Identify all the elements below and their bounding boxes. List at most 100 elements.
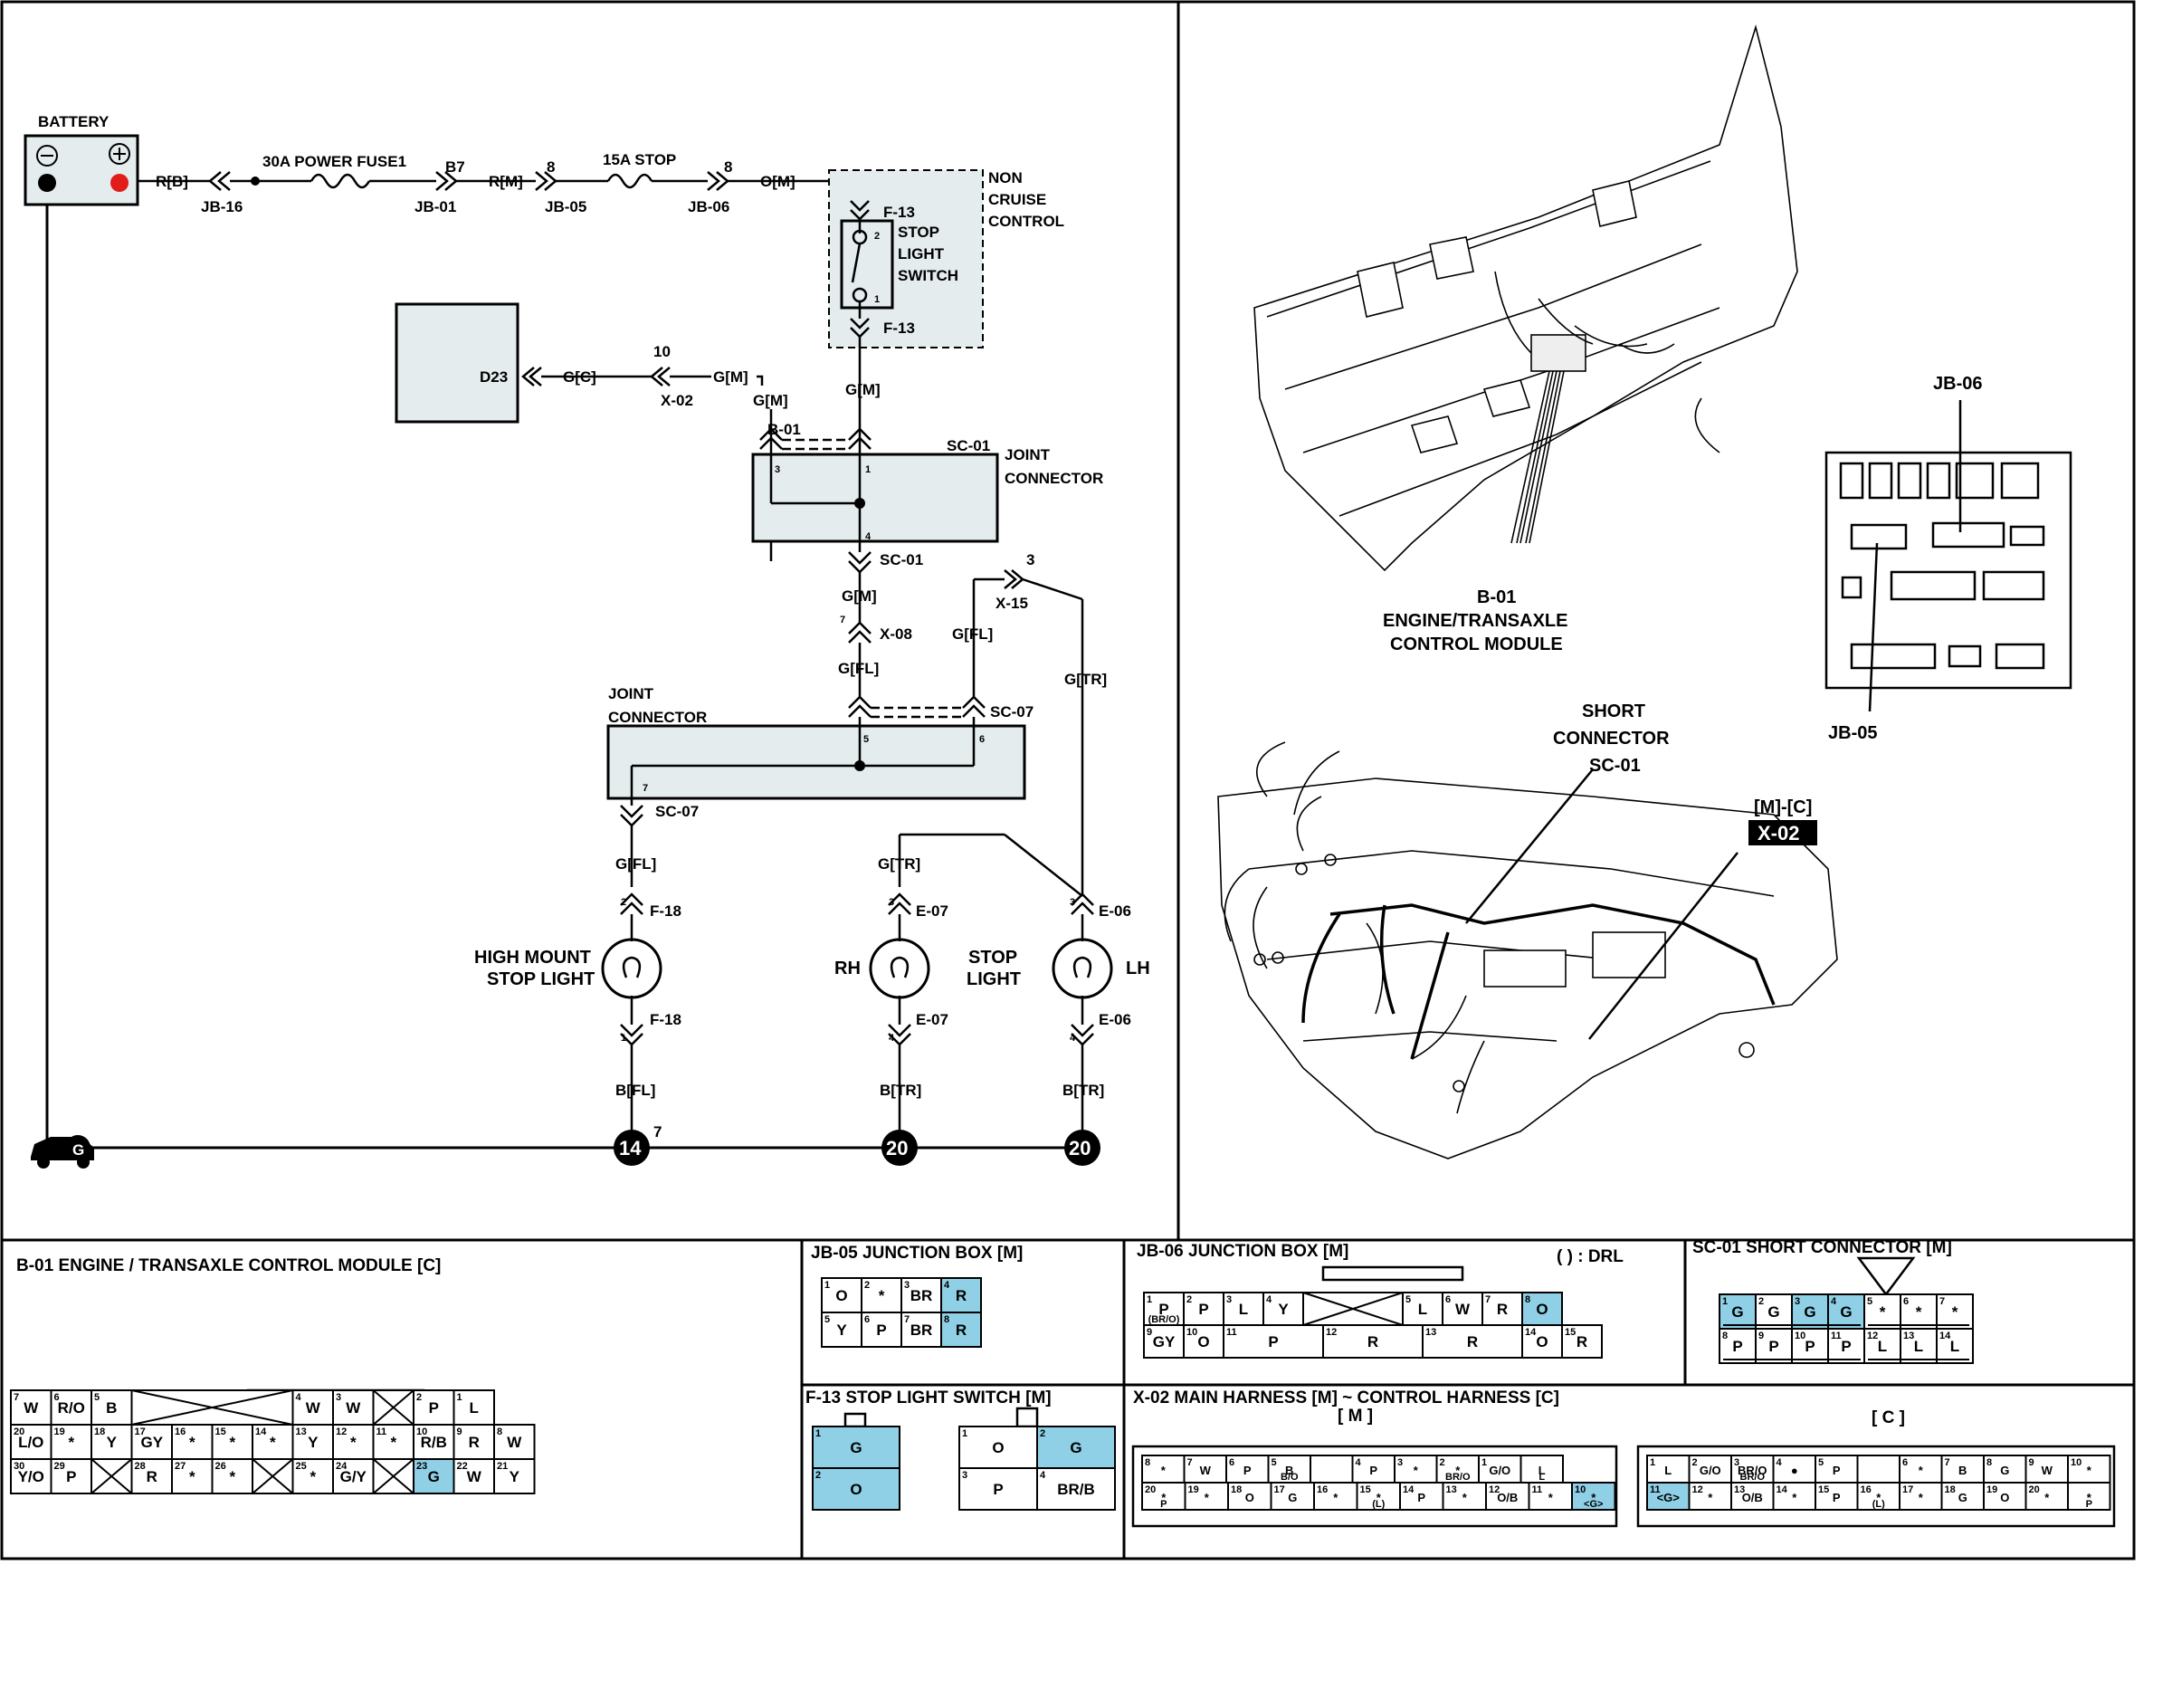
blank-pin-cross xyxy=(372,1458,414,1494)
loc-mc-label: [M]-[C] xyxy=(1754,797,1812,817)
wire-color: * xyxy=(879,1287,885,1304)
wire-color: L xyxy=(1878,1338,1887,1355)
pin-number: 26 xyxy=(215,1461,226,1472)
wire-color: * xyxy=(2087,1491,2092,1504)
wire-color: * xyxy=(1548,1491,1554,1504)
jb01-label: JB-01 xyxy=(414,198,456,215)
wire-color: * xyxy=(2044,1491,2050,1504)
pin-cell xyxy=(1183,1324,1224,1359)
wire-color: L/O xyxy=(18,1434,43,1451)
locator-views: JB-06 JB-05 B-01 ENGINE/TRANSAXLE CONTRO… xyxy=(1217,24,2072,1159)
pin-cell xyxy=(1646,1455,1691,1484)
non-cruise-line1: NON xyxy=(988,169,1023,186)
ground-car-icon xyxy=(31,1135,94,1169)
pin-number: 12 xyxy=(1692,1484,1703,1495)
wire-color: * xyxy=(390,1434,396,1451)
pin-number: 1 xyxy=(824,1280,830,1291)
wire-color: O xyxy=(835,1287,847,1304)
pin-number: 2 xyxy=(864,1280,870,1291)
pin-number: 17 xyxy=(135,1427,146,1437)
pin-number: 3 xyxy=(1795,1296,1800,1307)
pin-number: 2 xyxy=(815,1470,821,1481)
pin-cell xyxy=(452,1424,495,1460)
wire-color: R xyxy=(1497,1301,1508,1318)
jc2-pin5: 5 xyxy=(863,734,869,745)
joint-connector-1 xyxy=(751,453,999,543)
wire-color: * xyxy=(1916,1303,1922,1321)
pin-number: 12 xyxy=(336,1427,347,1437)
pin-number: 4 xyxy=(1040,1470,1046,1481)
wire-color-alt: BR/O xyxy=(1445,1472,1471,1483)
pin-cell xyxy=(1983,1482,2027,1511)
b7-label: B7 xyxy=(445,158,465,176)
pin-number: 13 xyxy=(1734,1484,1745,1495)
wire-color: G xyxy=(1958,1491,1967,1504)
jb06-grid: 1P(BR/O)2P3L4Y5L6W7R8O9GY10O11P12R13R14O… xyxy=(1143,1292,1603,1359)
wire-color: Y xyxy=(1278,1301,1289,1318)
wire-color: G xyxy=(428,1468,440,1485)
wire-gfl-low: G[FL] xyxy=(615,855,656,873)
wire-gm-b01: G[M] xyxy=(753,392,788,409)
joint1-line2: CONNECTOR xyxy=(1005,470,1103,487)
pin-cell xyxy=(1899,1482,1943,1511)
wire-color: W xyxy=(1200,1464,1212,1477)
pin-number: 27 xyxy=(175,1461,186,1472)
pin-number: 22 xyxy=(457,1461,468,1472)
blank-pin-cross xyxy=(372,1389,414,1426)
wire-color-alt: L xyxy=(1538,1472,1545,1483)
x02-c-label: [ C ] xyxy=(1872,1408,1905,1427)
wire-color: * xyxy=(270,1434,276,1451)
pin-cell xyxy=(1863,1328,1901,1364)
wire-btr1: B[TR] xyxy=(880,1082,921,1099)
wire-color: G/O xyxy=(1489,1464,1510,1477)
pin-cell xyxy=(1262,1292,1304,1326)
pin-number: 7 xyxy=(14,1392,19,1403)
non-cruise-line3: CONTROL xyxy=(988,213,1064,230)
joint1-line1: JOINT xyxy=(1005,446,1051,463)
wire-gc-label: G[C] xyxy=(563,368,596,386)
pin-number: 10 xyxy=(1186,1327,1197,1338)
wire-color: G xyxy=(1804,1303,1815,1321)
high-mount-line1: HIGH MOUNT xyxy=(474,948,591,968)
pin-number: 30 xyxy=(14,1461,24,1472)
battery-label: BATTERY xyxy=(38,113,110,130)
pin-number: 11 xyxy=(1226,1327,1237,1338)
wire-color: L xyxy=(1239,1301,1248,1318)
pin-cell xyxy=(1856,1482,1900,1511)
pin-number: 5 xyxy=(1867,1296,1872,1307)
pin-cell xyxy=(372,1424,414,1460)
blank-pin-cross xyxy=(90,1458,133,1494)
pin-number: 13 xyxy=(1425,1327,1436,1338)
blank-pin-cross xyxy=(252,1458,294,1494)
pin-number: 7 xyxy=(1945,1457,1950,1468)
pin-cell xyxy=(958,1467,1038,1511)
pin-number: 14 xyxy=(1403,1484,1415,1495)
wire-color: * xyxy=(229,1434,235,1451)
pin-number: 18 xyxy=(1231,1484,1242,1495)
pin-number: 12 xyxy=(1326,1327,1337,1338)
pin3-e07: 3 xyxy=(889,897,894,908)
wire-color: W xyxy=(346,1399,361,1417)
pin-number: 1 xyxy=(1722,1296,1728,1307)
pin-number: 18 xyxy=(94,1427,105,1437)
wire-color: * xyxy=(1333,1491,1338,1504)
jb05-panel-title: JB-05 JUNCTION BOX [M] xyxy=(811,1244,1023,1263)
jc1-pin1: 1 xyxy=(865,464,871,475)
ground-20b-label: 20 xyxy=(1069,1137,1091,1159)
jc2-pin7: 7 xyxy=(643,783,648,794)
joint-connector-2 xyxy=(606,724,1026,800)
wire-color: * xyxy=(350,1434,357,1451)
wire-color: Y xyxy=(308,1434,319,1451)
pin-number: 16 xyxy=(1861,1484,1872,1495)
pin-number: 20 xyxy=(1145,1484,1156,1495)
pin-cell xyxy=(1815,1482,1859,1511)
wire-color: R xyxy=(469,1434,480,1451)
f18-top-label: F-18 xyxy=(650,902,681,920)
pin-number: 1 xyxy=(1481,1457,1487,1468)
wire-color: W xyxy=(467,1468,482,1485)
pin-number: 10 xyxy=(1575,1484,1586,1495)
wire-color: * xyxy=(310,1468,316,1485)
wire-color: P xyxy=(1369,1464,1377,1477)
wire-color: P xyxy=(429,1399,439,1417)
pin-number: 29 xyxy=(54,1461,65,1472)
